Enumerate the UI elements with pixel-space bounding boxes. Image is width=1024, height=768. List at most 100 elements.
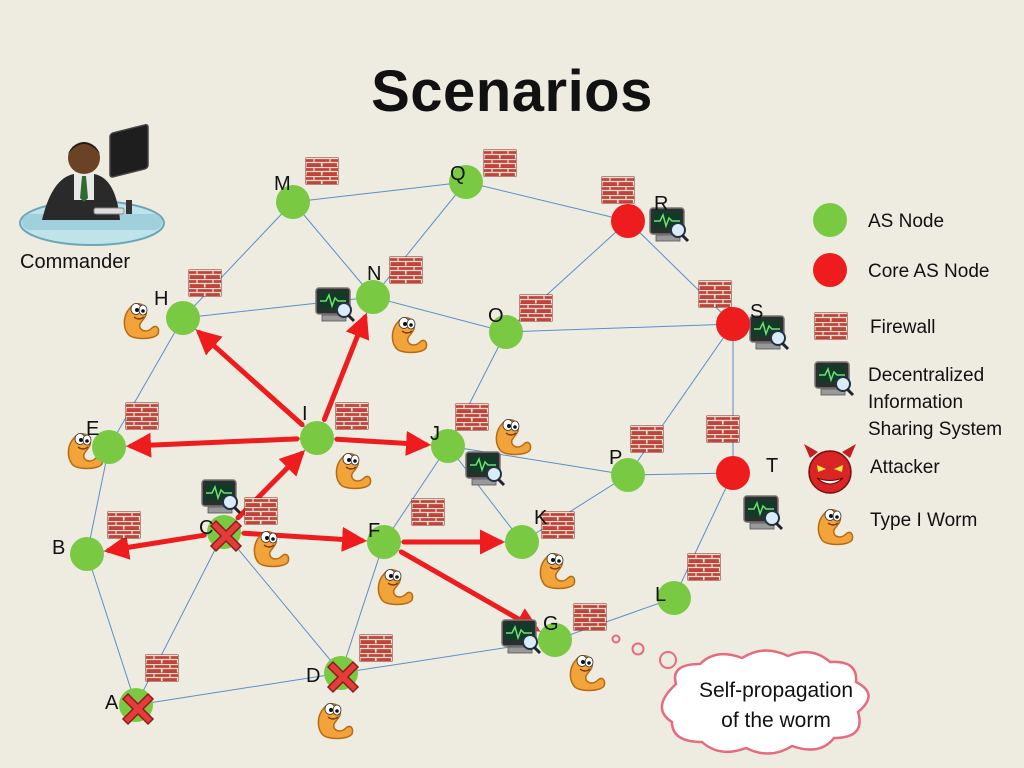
legend: AS Node Core AS Node Firewall Decentrali…: [804, 203, 1002, 546]
edge-J-K: [447, 445, 523, 543]
firewall-icon: [601, 176, 635, 204]
edge-J-P: [447, 445, 629, 476]
edge-M-N: [292, 201, 374, 298]
worm-icon: [539, 552, 576, 590]
node-label-R: R: [654, 193, 668, 215]
node-G: [538, 623, 572, 657]
node-label-M: M: [274, 173, 291, 195]
legend-firewall-icon: [814, 312, 848, 340]
edge-L-G: [554, 597, 675, 641]
dis-monitor-icon: [742, 494, 784, 531]
thought-cloud: Self-propagation of the worm: [611, 634, 870, 755]
edge-H-E: [108, 317, 184, 448]
firewall-icon: [188, 269, 222, 297]
legend-as-node-swatch: [813, 203, 847, 237]
firewall-icon: [305, 157, 339, 185]
node-label-S: S: [750, 301, 763, 323]
node-label-G: G: [543, 613, 559, 635]
firewall-icon: [455, 403, 489, 431]
firewall-icon: [630, 425, 664, 453]
node-T: [716, 456, 750, 490]
cloud-text-line1: Self-propagation: [699, 679, 853, 702]
edge-B-A: [86, 553, 137, 706]
node-K: [505, 525, 539, 559]
edge-T-L: [673, 472, 734, 599]
edge-P-T: [627, 472, 734, 476]
node-label-O: O: [488, 305, 504, 327]
edge-C-D: [223, 531, 342, 674]
edge-Q-N: [372, 181, 467, 298]
node-P: [611, 458, 645, 492]
firewall-icon: [411, 498, 445, 526]
node-label-I: I: [302, 403, 308, 425]
node-O: [489, 315, 523, 349]
dis-monitor-icon: [464, 450, 506, 487]
dis-monitor-icon: [500, 618, 542, 655]
node-I: [300, 421, 334, 455]
node-label-T: T: [766, 455, 778, 477]
node-E: [92, 430, 126, 464]
firewall-icon: [706, 415, 740, 443]
worm-icon: [317, 702, 354, 740]
legend-dis-icon: [813, 360, 855, 397]
worm-icon: [495, 418, 532, 456]
node-label-A: A: [105, 692, 119, 714]
legend-dis-label-3: Sharing System: [868, 419, 1002, 440]
node-J: [431, 429, 465, 463]
node-label-J: J: [430, 423, 440, 445]
page-title: Scenarios: [371, 59, 653, 124]
legend-attacker-label: Attacker: [870, 457, 940, 478]
node-label-L: L: [655, 584, 666, 606]
node-N: [356, 280, 390, 314]
node-label-P: P: [609, 447, 622, 469]
firewall-icon: [519, 294, 553, 322]
legend-dis-label-2: Information: [868, 392, 963, 413]
node-L: [657, 581, 691, 615]
node-label-D: D: [306, 665, 320, 687]
firewall-icon: [573, 603, 607, 631]
legend-as-node-label: AS Node: [868, 211, 944, 232]
commander-label: Commander: [20, 251, 130, 273]
node-label-K: K: [534, 507, 548, 529]
firewall-icon: [698, 280, 732, 308]
firewall-icon: [145, 654, 179, 682]
edge-M-Q: [292, 181, 467, 203]
node-B: [70, 537, 104, 571]
legend-dis-label-1: Decentralized: [868, 365, 984, 386]
node-R: [611, 204, 645, 238]
attack-layer: [103, 312, 541, 632]
attack-arrow-I-N: [321, 312, 370, 422]
attack-arrow-I-J: [334, 430, 432, 456]
edge-Q-R: [465, 181, 629, 222]
dis-monitor-icon: [314, 286, 356, 323]
worm-icon: [335, 452, 372, 490]
firewall-icon: [389, 256, 423, 284]
legend-firewall-label: Firewall: [870, 317, 935, 338]
firewall-icon: [335, 402, 369, 430]
worm-icon: [569, 654, 606, 692]
node-label-B: B: [52, 537, 65, 559]
node-label-C: C: [199, 517, 213, 539]
edge-P-K: [521, 474, 629, 543]
legend-core-node-label: Core AS Node: [868, 261, 989, 282]
node-Q: [449, 165, 483, 199]
firewall-icon: [107, 511, 141, 539]
edge-E-B: [86, 446, 110, 555]
cloud-text-line2: of the worm: [721, 709, 831, 732]
firewall-icon: [125, 402, 159, 430]
node-label-E: E: [86, 418, 99, 440]
firewall-icon: [359, 634, 393, 662]
worm-icon: [377, 568, 414, 606]
node-label-N: N: [367, 263, 381, 285]
edge-M-H: [182, 201, 294, 319]
node-label-H: H: [154, 288, 168, 310]
worm-icon: [391, 316, 428, 354]
dis-monitor-icon: [200, 478, 242, 515]
edge-J-F: [383, 445, 449, 543]
firewall-icon: [687, 553, 721, 581]
attack-arrow-I-H: [195, 329, 305, 428]
edge-A-D: [135, 672, 342, 706]
attack-arrow-I-E: [125, 432, 300, 458]
